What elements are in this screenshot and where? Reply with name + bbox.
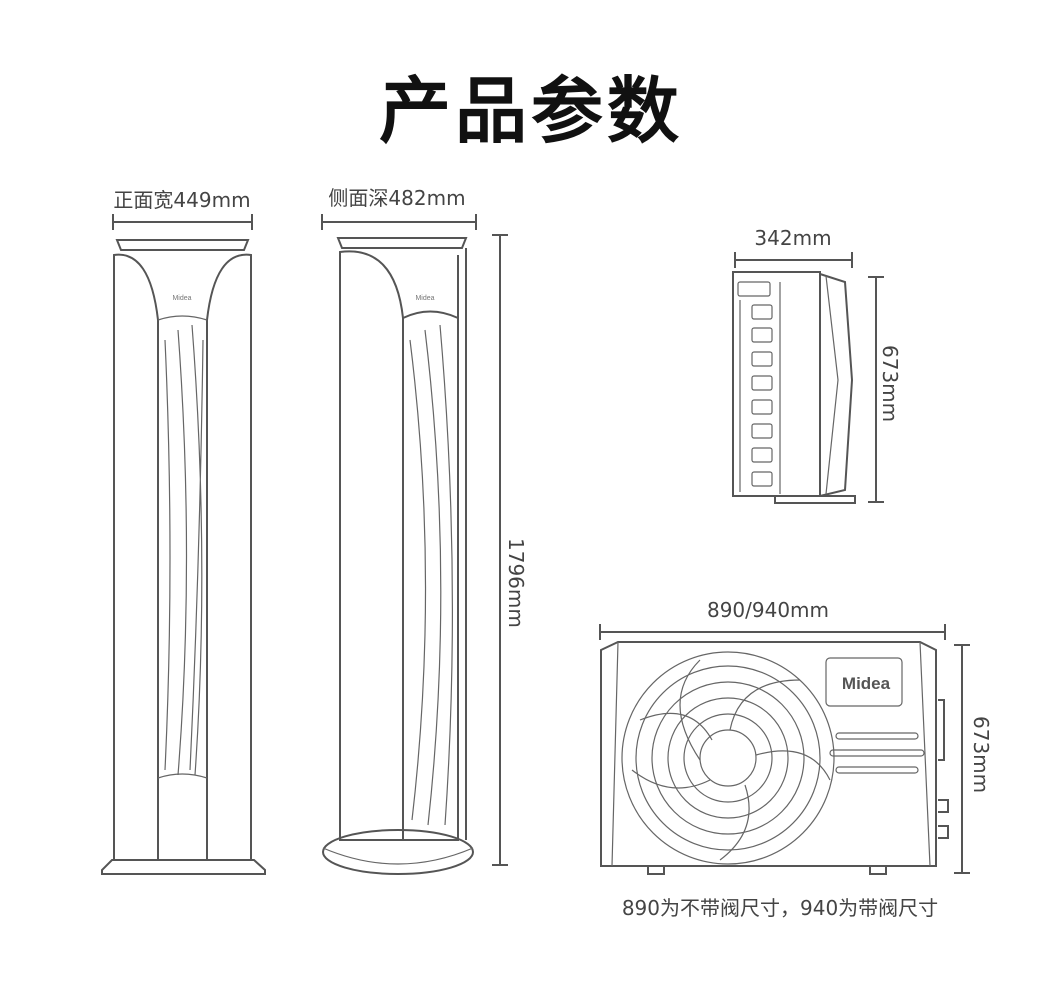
indoor-unit-side-view: Midea (322, 237, 474, 875)
valve-size-note: 890为不带阀尺寸，940为带阀尺寸 (621, 896, 939, 920)
midea-logo: Midea (842, 674, 891, 693)
dimension-lines (112, 214, 970, 874)
indoor-unit-front-view: Midea (101, 239, 266, 875)
page-title: 产品参数 (378, 69, 683, 153)
midea-logo: Midea (172, 295, 191, 302)
outdoor-unit-front-view: Midea (600, 641, 949, 875)
side-depth-label: 侧面深482mm (328, 186, 466, 210)
outdoor-depth-label: 342mm (754, 226, 832, 250)
fan-grille (621, 651, 835, 865)
outdoor-width-label: 890/940mm (706, 598, 830, 622)
front-width-label: 正面宽449mm (113, 188, 251, 212)
outdoor-unit-side-view (732, 271, 856, 504)
svg-text:Midea: Midea (415, 295, 434, 302)
